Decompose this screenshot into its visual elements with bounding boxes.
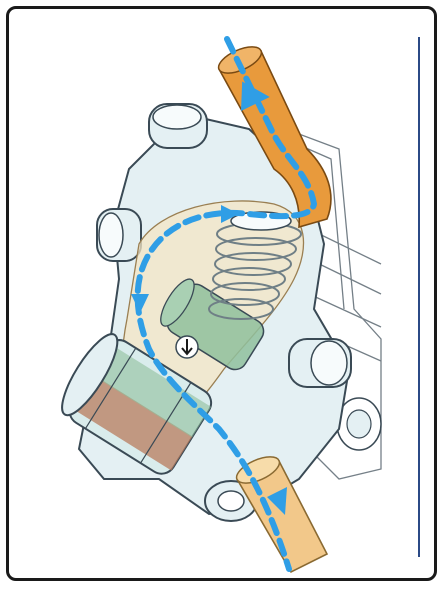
valve-cutaway-diagram — [9, 9, 434, 578]
mounting-boss-top — [149, 104, 207, 148]
diagram-frame — [6, 6, 437, 581]
mounting-boss-left — [97, 209, 141, 261]
mounting-boss-right — [289, 339, 351, 387]
check-indicator — [176, 336, 198, 358]
